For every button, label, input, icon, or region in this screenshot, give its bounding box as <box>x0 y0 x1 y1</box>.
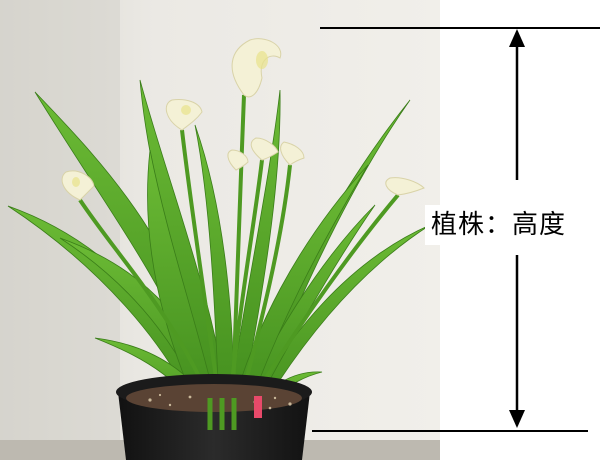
stem-bases <box>207 398 237 430</box>
plant-photo <box>0 0 440 460</box>
arrow-up-icon <box>509 29 525 47</box>
flower-throats <box>72 51 268 187</box>
height-label: 植株：高度 <box>425 205 612 245</box>
calla-flower <box>250 137 279 161</box>
calla-flowers <box>61 38 425 201</box>
pot-tag <box>254 396 262 418</box>
leaf <box>194 124 235 433</box>
arrow-down-icon <box>509 410 525 428</box>
calla-flower <box>280 141 305 166</box>
calla-flower <box>227 149 249 171</box>
leaf <box>224 89 281 433</box>
flower-pot <box>116 374 312 460</box>
leaf <box>147 149 223 433</box>
calla-flower <box>385 177 425 196</box>
calla-flower <box>165 99 203 131</box>
calla-flower <box>231 38 282 98</box>
